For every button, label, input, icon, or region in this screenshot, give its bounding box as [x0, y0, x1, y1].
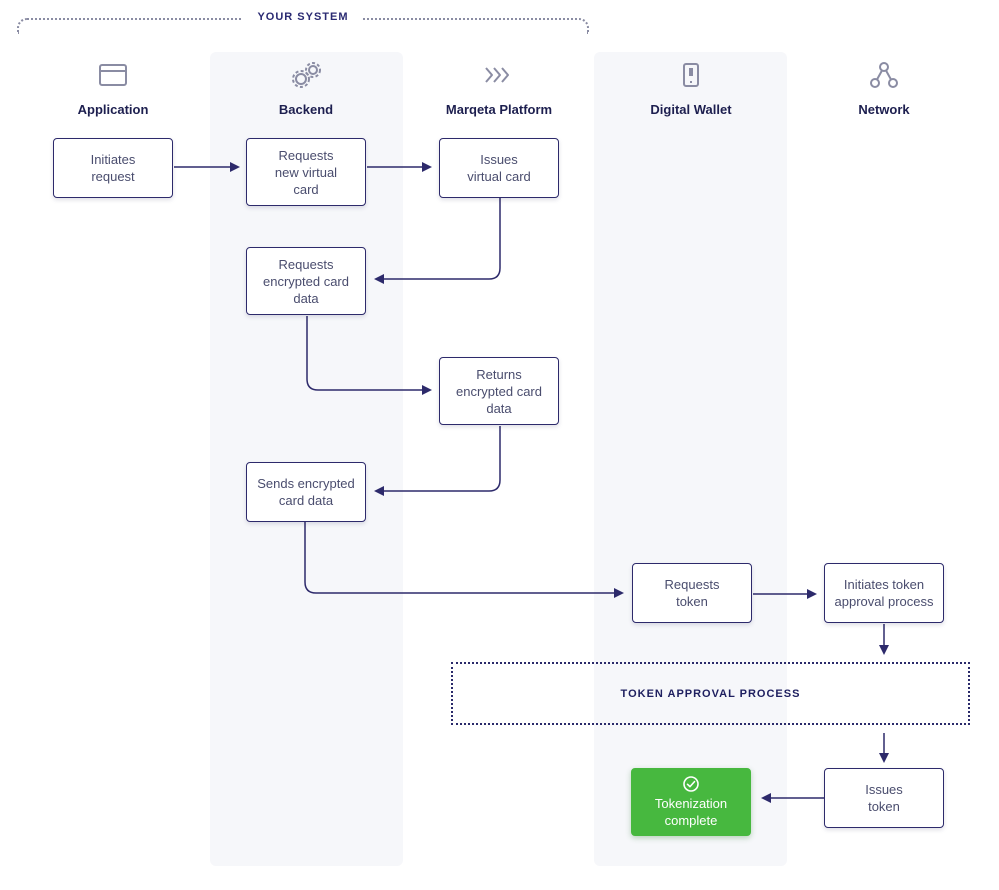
token-approval-process: TOKEN APPROVAL PROCESS: [451, 662, 970, 725]
browser-window-icon: [33, 60, 193, 90]
arrow-return-to-send: [374, 426, 501, 496]
step-requests-new-virtual-card: Requests new virtual card: [246, 138, 366, 206]
step-initiates-token-approval: Initiates token approval process: [824, 563, 944, 623]
column-digital-wallet: Digital Wallet: [611, 60, 771, 117]
arrow-send-to-request-token: [304, 522, 624, 598]
step-issues-token: Issues token: [824, 768, 944, 828]
digital-wallet-lane: [594, 52, 787, 866]
network-nodes-icon: [804, 60, 964, 90]
step-requests-token: Requests token: [632, 563, 752, 623]
step-tokenization-complete: Tokenization complete: [631, 768, 751, 836]
column-application: Application: [33, 60, 193, 117]
chevrons-right-icon: [419, 60, 579, 90]
check-circle-icon: [683, 776, 699, 792]
step-returns-encrypted-card-data: Returns encrypted card data: [439, 357, 559, 425]
gears-icon: [226, 60, 386, 90]
arrow-issue-to-request-data: [374, 198, 501, 284]
column-label: Backend: [278, 102, 334, 117]
column-network: Network: [804, 60, 964, 117]
step-issues-virtual-card: Issues virtual card: [439, 138, 559, 198]
step-initiates-request: Initiates request: [53, 138, 173, 198]
column-marqeta-platform: Marqeta Platform: [419, 60, 579, 117]
column-label: Network: [858, 102, 910, 117]
step-requests-encrypted-card-data: Requests encrypted card data: [246, 247, 366, 315]
arrow-request-data-to-return: [306, 316, 432, 395]
column-label: Digital Wallet: [650, 102, 732, 117]
step-sends-encrypted-card-data: Sends encrypted card data: [246, 462, 366, 522]
mobile-phone-icon: [611, 60, 771, 90]
column-label: Marqeta Platform: [445, 102, 553, 117]
your-system-label: YOUR SYSTEM: [243, 11, 363, 23]
column-backend: Backend: [226, 60, 386, 117]
column-label: Application: [77, 102, 149, 117]
